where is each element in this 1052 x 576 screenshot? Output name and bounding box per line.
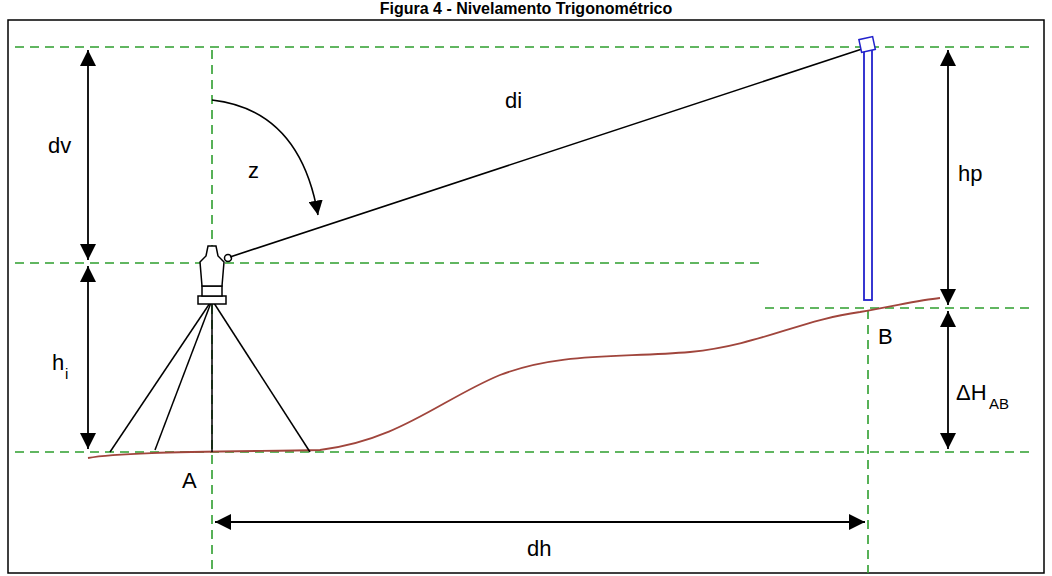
subscript: i xyxy=(65,366,68,381)
dimension-label: dv xyxy=(48,135,71,157)
dimension-label: dh xyxy=(527,538,551,560)
dimension-label: h xyxy=(52,352,64,374)
dimension-label: ΔH xyxy=(956,382,987,404)
point-label: A xyxy=(182,470,197,492)
dimension-label: hp xyxy=(958,163,982,185)
subscript: AB xyxy=(989,396,1009,411)
dimension-arrows xyxy=(88,50,948,522)
leveling-rod xyxy=(859,37,875,300)
terrain-profile xyxy=(88,298,940,458)
figure-title: Figura 4 - Nivelamento Trigonométrico xyxy=(380,1,673,17)
zenith-arc xyxy=(212,100,318,215)
frame xyxy=(8,20,1044,573)
point-label: B xyxy=(878,326,893,348)
sight-line xyxy=(230,49,862,257)
angle-label: z xyxy=(248,160,259,182)
reference-lines xyxy=(15,47,1032,573)
total-station xyxy=(110,246,310,452)
dimension-label: di xyxy=(505,90,522,112)
